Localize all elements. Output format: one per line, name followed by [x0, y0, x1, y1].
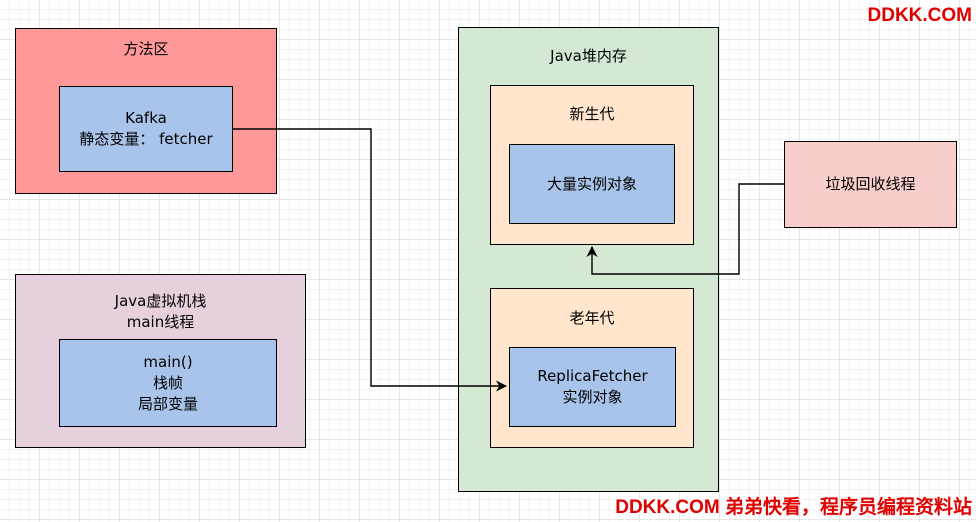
- jvm-stack-title: Java虚拟机栈: [114, 292, 207, 310]
- replica-fetcher-instance: ReplicaFetcher 实例对象: [509, 347, 676, 427]
- gc-thread-box: 垃圾回收线程: [784, 141, 957, 228]
- method-area-title: 方法区: [123, 40, 169, 58]
- replica-fetcher-name: ReplicaFetcher: [537, 367, 648, 385]
- main-stack-frame: main() 栈帧 局部变量: [59, 339, 277, 427]
- many-instances-label: 大量实例对象: [546, 174, 637, 193]
- young-generation-title: 新生代: [569, 105, 615, 123]
- kafka-class-box: Kafka 静态变量： fetcher: [59, 86, 233, 172]
- local-variable-label: 局部变量: [137, 394, 198, 413]
- replica-fetcher-sublabel: 实例对象: [562, 388, 623, 406]
- kafka-class-name: Kafka: [125, 109, 167, 127]
- main-method-label: main(): [143, 352, 193, 371]
- watermark-bottom: DDKK.COM 弟弟快看，程序员编程资料站: [615, 497, 972, 518]
- watermark-top: DDKK.COM: [867, 5, 973, 26]
- main-thread-label: main线程: [126, 313, 195, 331]
- java-heap-title: Java堆内存: [550, 47, 627, 65]
- kafka-static-field: 静态变量： fetcher: [79, 130, 213, 148]
- stack-frame-label: 栈帧: [152, 373, 183, 392]
- many-instances-box: 大量实例对象: [509, 144, 675, 224]
- old-generation-title: 老年代: [569, 309, 615, 327]
- gc-thread-label: 垃圾回收线程: [825, 175, 916, 193]
